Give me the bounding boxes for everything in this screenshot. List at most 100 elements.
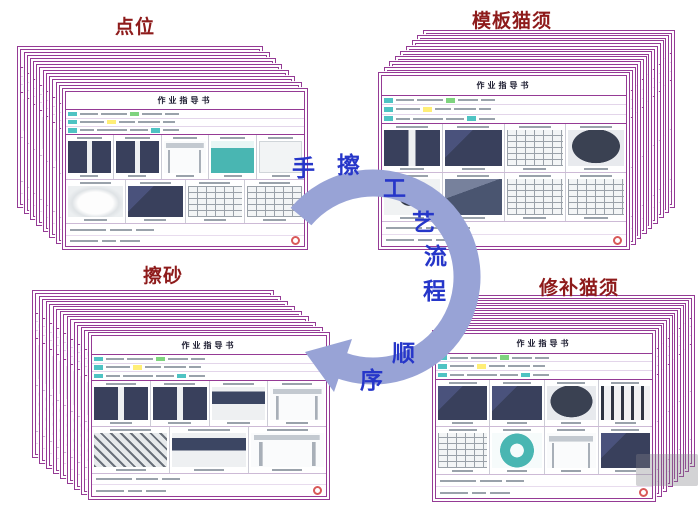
photo-cell (268, 381, 326, 426)
text-line (472, 491, 486, 494)
text-line (535, 356, 549, 359)
photo-cell (66, 135, 114, 179)
photo-caption (93, 428, 168, 432)
text-line (454, 108, 476, 111)
photo-caption (211, 382, 267, 386)
photo-caption (491, 428, 542, 432)
text-line (168, 357, 188, 360)
caption-line (522, 217, 547, 220)
text-line (97, 129, 127, 132)
photo-table (163, 141, 207, 173)
text-line (156, 375, 174, 378)
photo-cell (245, 180, 304, 224)
text-line (396, 99, 414, 102)
text-line (80, 129, 94, 132)
caption-line (579, 174, 612, 177)
doc-page-front: 作业指导书 (62, 88, 308, 250)
photo-caption (546, 428, 597, 432)
caption-line (203, 219, 227, 222)
caption-line (109, 429, 152, 432)
photo-caption (567, 216, 625, 220)
text-line (106, 366, 130, 369)
doc-header-row (92, 355, 326, 364)
photo-jeans (152, 386, 207, 421)
doc-header-row (66, 110, 304, 119)
doc-header-row (382, 115, 626, 123)
photo-caption (258, 136, 303, 140)
caption-line (271, 174, 290, 177)
caption-line (168, 422, 191, 425)
photo-jeans (68, 141, 111, 173)
photo-caption (383, 125, 441, 129)
doc-header-fields (436, 354, 652, 380)
caption-line (502, 429, 531, 432)
photo-caption (250, 428, 325, 432)
caption-line (115, 468, 146, 471)
photo-caption (246, 181, 303, 185)
text-line (165, 113, 179, 116)
form-cell (438, 364, 447, 369)
text-line (446, 117, 464, 120)
text-line (386, 226, 422, 229)
caption-line (457, 125, 490, 128)
doc-header-fields (66, 110, 304, 136)
caption-line (461, 167, 486, 170)
photo-caption (567, 167, 625, 171)
photo-cell (566, 124, 626, 172)
photo-caption (269, 382, 325, 386)
photo-cell (249, 427, 326, 472)
photo-row (92, 380, 326, 428)
doc-footer-row (66, 236, 304, 246)
caption-line (584, 167, 608, 170)
photo-denim (438, 385, 488, 421)
caption-line (518, 125, 551, 128)
doc-footer (66, 224, 304, 246)
stack-label-casha: 擦砂 (142, 265, 183, 287)
caption-line (281, 382, 313, 385)
approval-stamp (291, 236, 300, 246)
photo-caption (127, 218, 184, 222)
photo-rack (247, 185, 302, 218)
text-line (417, 99, 443, 102)
stack-label-xiubu: 修补猫须 (538, 277, 619, 299)
caption-line (396, 174, 429, 177)
caption-line (448, 381, 477, 384)
caption-line (227, 422, 250, 425)
photo-cell (545, 427, 599, 474)
text-line (80, 113, 98, 116)
text-line (164, 366, 186, 369)
text-line (136, 228, 154, 231)
photo-caption (567, 125, 625, 129)
doc-header-row (92, 364, 326, 373)
photo-cell (490, 427, 545, 474)
caption-line (164, 382, 195, 385)
photo-caption (383, 174, 441, 178)
form-cell (521, 372, 530, 378)
photo-cell (151, 380, 210, 427)
photo-caption (567, 174, 625, 178)
text-line (435, 108, 451, 111)
text-line (102, 239, 116, 242)
caption-line (396, 125, 429, 128)
form-cell (94, 373, 103, 379)
photo-caption (444, 216, 502, 220)
text-line (70, 239, 98, 242)
photo-caption (250, 468, 325, 472)
caption-line (176, 174, 194, 177)
photo-cell (566, 173, 626, 221)
photo-caption (491, 469, 542, 473)
photo-cell (382, 123, 444, 172)
text-line (533, 374, 549, 377)
photo-caption (171, 428, 246, 432)
form-cell (446, 98, 455, 103)
doc-footer-row (92, 485, 326, 496)
caption-line (611, 429, 640, 432)
photo-pad (546, 385, 596, 421)
photo-table (270, 386, 324, 421)
caption-line (220, 137, 246, 140)
doc-page-front: 作业指导书 (432, 330, 656, 502)
text-line (163, 129, 179, 132)
flow-ring (290, 169, 481, 392)
text-line (189, 366, 201, 369)
